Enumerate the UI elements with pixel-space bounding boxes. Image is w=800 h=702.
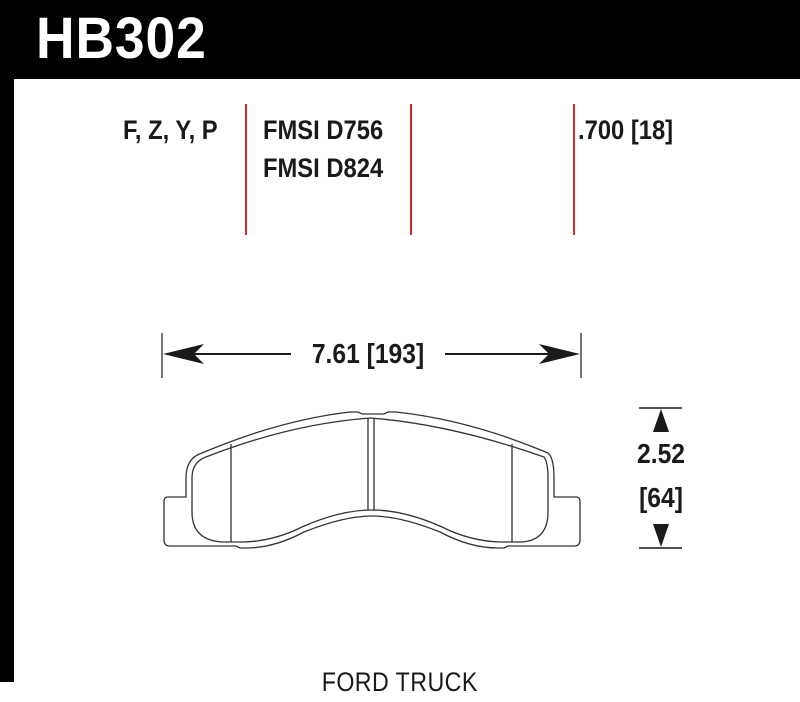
fmsi-code-1: FMSI D756 bbox=[263, 115, 384, 145]
arrow-down-icon bbox=[653, 524, 669, 547]
red-divider-1 bbox=[245, 104, 247, 235]
pad-friction-material bbox=[191, 417, 549, 543]
width-dimension-label: 7.61 [193] bbox=[311, 338, 425, 369]
width-dimension-line bbox=[161, 333, 582, 378]
compound-codes: F, Z, Y, P bbox=[123, 115, 218, 145]
part-number-title: HB302 bbox=[36, 6, 207, 71]
arrow-right-icon bbox=[539, 344, 580, 364]
height-dimension-line bbox=[639, 407, 682, 549]
vehicle-application-label: FORD TRUCK bbox=[321, 667, 479, 697]
vehicle-application: FORD TRUCK bbox=[0, 666, 800, 698]
height-dimension-mm: [64] bbox=[639, 482, 683, 513]
height-dimension-inches: 2.52 bbox=[637, 438, 685, 469]
red-divider-2 bbox=[410, 104, 412, 235]
pad-thickness: .700 [18] bbox=[578, 115, 674, 145]
arrow-left-icon bbox=[163, 344, 204, 364]
left-border-bar bbox=[0, 0, 14, 682]
pad-backing-plate bbox=[163, 411, 581, 549]
header-bar bbox=[0, 0, 800, 79]
red-divider-3 bbox=[573, 104, 575, 235]
fmsi-code-2: FMSI D824 bbox=[263, 153, 384, 183]
arrow-up-icon bbox=[653, 409, 669, 432]
